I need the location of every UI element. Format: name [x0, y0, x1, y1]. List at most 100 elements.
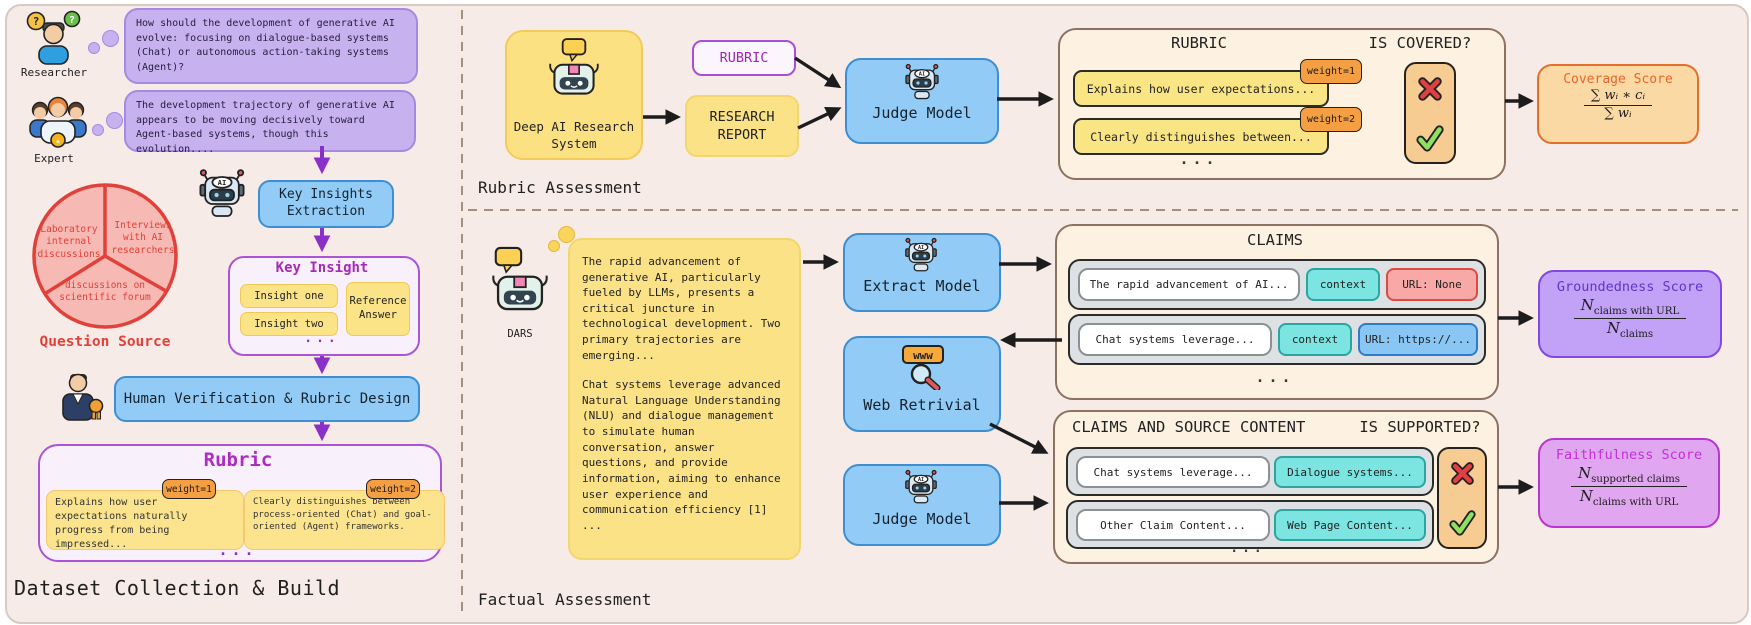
check-icon: [1448, 510, 1476, 536]
web-retrieval-label: Web Retrivial: [863, 396, 981, 414]
thought-dot: [558, 226, 575, 243]
claim-text-pill: Chat systems leverage...: [1076, 456, 1270, 488]
svg-text:AI: AI: [918, 477, 924, 483]
researcher-label: Researcher: [20, 66, 88, 79]
faithfulness-title: Faithfulness Score: [1555, 447, 1703, 463]
faithfulness-score-box: Faithfulness Score Nsupported claims Ncl…: [1538, 438, 1720, 528]
groundedness-score-box: Groundedness Score Nclaims with URL Ncla…: [1538, 270, 1722, 358]
claims-box: [1055, 224, 1499, 400]
pie-slice-label: Laboratory internal discussions: [37, 224, 101, 260]
web-retrieval-box: www Web Retrivial: [843, 336, 1001, 432]
context-pill: context: [1278, 323, 1352, 356]
rubric-title: Rubric: [203, 449, 273, 471]
factual-assessment-section-label: Factual Assessment: [478, 590, 652, 609]
thought-dot: [548, 240, 560, 252]
expert-label: Expert: [34, 152, 74, 165]
judge-model-box: AI Judge Model: [845, 58, 999, 144]
claims-ellipsis: ...: [1255, 368, 1295, 386]
extract-model-label: Extract Model: [863, 277, 981, 295]
ai-robot-icon: AI: [905, 63, 939, 100]
key-insights-extraction-box: Key Insights Extraction: [258, 180, 394, 228]
weight-tag: weight=1: [162, 479, 216, 499]
deep-ai-robot-icon: [549, 37, 599, 95]
url-none-pill: URL: None: [1386, 268, 1478, 301]
claim-text-pill: Chat systems leverage...: [1078, 323, 1272, 356]
paragraph-gap: [582, 363, 787, 377]
pie-chart-graphic: [32, 183, 178, 329]
thought-dot: [92, 124, 104, 136]
claims-source-title: CLAIMS AND SOURCE CONTENT: [1072, 418, 1306, 436]
report-ellipsis: ...: [582, 518, 602, 532]
thought-dot: [102, 30, 119, 47]
key-insight-title: Key Insight: [275, 260, 369, 276]
svg-text:AI: AI: [918, 245, 924, 251]
coverage-score-title: Coverage Score: [1563, 72, 1673, 87]
pie-title: Question Source: [39, 334, 171, 350]
rubric-card: Explains how user expectations naturally…: [46, 490, 244, 550]
insight-two-pill: Insight two: [240, 312, 338, 336]
judge-model-box: AI Judge Model: [843, 464, 1001, 546]
svg-text:AI: AI: [919, 72, 925, 78]
deep-ai-research-system-box: Deep AI Research System: [505, 30, 643, 160]
cross-icon: [1450, 462, 1474, 485]
svg-text:?: ?: [33, 15, 40, 28]
rubric-card: Clearly distinguishes between process-or…: [244, 490, 445, 550]
insight-one-pill: Insight one: [240, 284, 338, 308]
key-insight-ellipsis: ...: [304, 331, 340, 346]
rubric-item-pill: Clearly distinguishes between...: [1073, 118, 1329, 155]
www-search-icon: www: [902, 345, 944, 390]
thought-dot: [106, 112, 123, 129]
svg-text:★: ★: [56, 137, 61, 146]
researcher-question-bubble: How should the development of generative…: [124, 8, 418, 84]
context-pill: context: [1306, 268, 1380, 301]
researcher-icon: ? ?: [26, 10, 81, 65]
coverage-score-box: Coverage Score ∑ wᵢ ∗ cᵢ ∑ wᵢ: [1537, 64, 1699, 144]
ai-robot-icon: AI: [199, 169, 245, 217]
rubric-check-ellipsis: ...: [1179, 150, 1219, 168]
expert-icon: ★: [29, 96, 87, 148]
rubric-check-title: RUBRIC: [1171, 34, 1227, 52]
weight-tag: weight=2: [366, 479, 420, 499]
groundedness-title: Groundedness Score: [1556, 279, 1704, 295]
expert-answer-bubble: The development trajectory of generative…: [124, 90, 416, 155]
weight-tag: weight=1: [1300, 59, 1362, 84]
url-link-pill: URL: https://...: [1358, 323, 1478, 356]
extract-model-box: AI Extract Model: [843, 233, 1001, 312]
research-report-text-box: The rapid advancement of generative AI, …: [568, 238, 801, 560]
rubric-assessment-section-label: Rubric Assessment: [478, 178, 642, 197]
supported-result-bar: [1437, 447, 1487, 549]
check-icon: [1416, 124, 1444, 152]
cross-icon: [1418, 76, 1442, 101]
human-verification-box: Human Verification & Rubric Design: [114, 376, 420, 422]
question-source-pie: Laboratory internal discussions Intervie…: [26, 180, 184, 332]
reference-answer-box: Reference Answer: [346, 282, 410, 336]
rubric-ellipsis: ...: [218, 541, 258, 559]
is-supported-title: IS SUPPORTED?: [1359, 418, 1481, 436]
claim-text-pill: The rapid advancement of AI...: [1078, 268, 1300, 301]
coverage-formula: ∑ wᵢ ∗ cᵢ ∑ wᵢ: [1583, 88, 1653, 121]
source-content-pill: Web Page Content...: [1274, 509, 1426, 541]
ai-robot-icon: AI: [905, 469, 937, 504]
dars-robot-icon: [492, 246, 548, 311]
judge-model-label: Judge Model: [872, 104, 972, 122]
ai-robot-icon: AI: [905, 237, 937, 272]
deep-ai-label: Deep AI Research System: [513, 118, 635, 151]
rubric-input-tag: RUBRIC: [692, 40, 796, 76]
dataset-section-label: Dataset Collection & Build: [14, 576, 341, 600]
thought-dot: [88, 42, 100, 54]
covered-result-bar: [1404, 62, 1456, 164]
rubric-item-pill: Explains how user expectations...: [1073, 70, 1329, 107]
human-verifier-icon: [62, 373, 104, 421]
source-content-pill: Dialogue systems...: [1274, 456, 1426, 488]
pie-slice-label: Interviews with AI researchers: [111, 220, 175, 256]
dars-label: DARS: [507, 328, 533, 340]
weight-tag: weight=2: [1300, 107, 1362, 132]
claims-title: CLAIMS: [1247, 231, 1303, 249]
claims-source-ellipsis: ...: [1230, 541, 1266, 556]
faithfulness-formula: Nsupported claims Nclaims with URL: [1570, 465, 1688, 509]
is-covered-title: IS COVERED?: [1368, 34, 1472, 52]
pie-slice-label: discussions on scientific forum: [59, 280, 151, 304]
svg-text:AI: AI: [218, 178, 227, 187]
claim-text-pill: Other Claim Content...: [1076, 509, 1270, 541]
svg-text:www: www: [913, 349, 933, 362]
